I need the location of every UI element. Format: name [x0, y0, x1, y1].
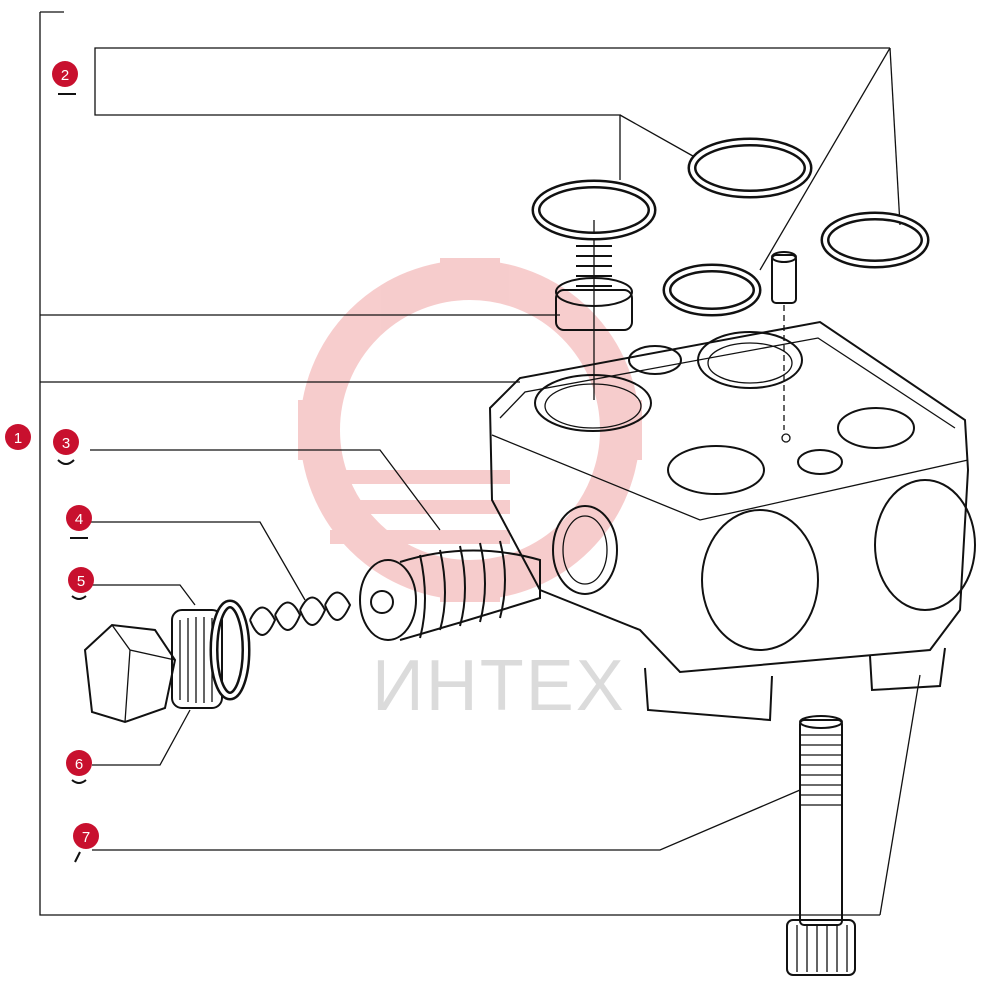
callout-badge: [73, 823, 99, 849]
spring: [249, 591, 352, 636]
callout-6: 6: [66, 750, 92, 784]
callout-7: 7: [73, 823, 99, 863]
callout-3: 3: [53, 429, 79, 465]
callout-2: 2: [52, 61, 78, 95]
side-valve-spool: [359, 540, 541, 641]
callout-number: 4: [75, 511, 83, 528]
o-rings: [662, 137, 930, 317]
callout-number: 1: [14, 430, 22, 447]
callout-number: 6: [75, 756, 83, 773]
callout-badge: [68, 567, 94, 593]
callout-4: 4: [66, 505, 92, 539]
callout-1: 1: [5, 424, 31, 450]
callout-badge: [53, 429, 79, 455]
callout-badge: [52, 61, 78, 87]
callout-badge: [5, 424, 31, 450]
watermark-text: ИНТЕХ: [372, 646, 626, 726]
callout-number: 5: [77, 573, 85, 590]
callout-badge: [66, 750, 92, 776]
callout-number: 2: [61, 67, 69, 84]
callout-number: 3: [62, 435, 70, 452]
top-valve-insert: [531, 179, 657, 400]
valve-body: [488, 320, 976, 722]
watermark-logo: [298, 258, 642, 602]
dowel-pin: [771, 251, 797, 430]
callout-badge: [66, 505, 92, 531]
callout-5: 5: [68, 567, 94, 600]
callout-number: 7: [82, 829, 90, 846]
bolt: [786, 715, 856, 976]
leader-lines: [39, 11, 921, 916]
plug-screw: [83, 599, 251, 724]
